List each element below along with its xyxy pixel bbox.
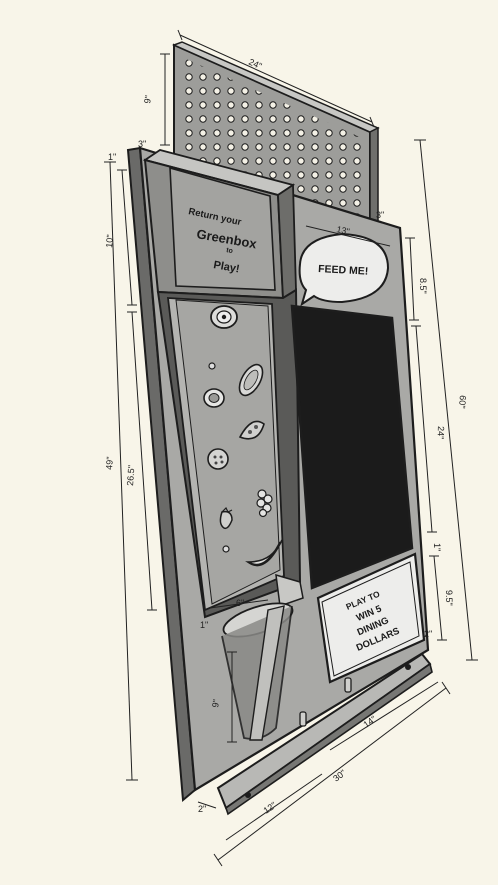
dim-side-depth: 3" [138, 139, 146, 149]
cd-disc-icon [210, 305, 238, 329]
dim-gap-small: 1" [432, 543, 442, 551]
hook-pegs [299, 677, 352, 727]
dim-total-width: 30" [331, 768, 348, 784]
dim-side-small: 1" [108, 152, 116, 162]
speech-bubble: FEED ME! [298, 232, 390, 307]
pegboard [172, 41, 380, 232]
sign-text-play: Play! [212, 259, 240, 275]
dim-channel-gap: 1" [200, 620, 208, 630]
dim-edge-small: 2" [424, 629, 432, 639]
dim-board-height: 49" [104, 456, 115, 470]
bottom-ledge [216, 652, 433, 816]
dim-pegboard-height: 9" [142, 95, 153, 105]
grapes-icon [256, 489, 273, 518]
greenbox-sign: Return your Greenbox to Play! [142, 149, 297, 300]
prize-panel: PLAY TO WIN 5 DINING DOLLARS [316, 552, 426, 684]
watermelon-icon [245, 539, 283, 567]
screen [290, 304, 414, 590]
pickle-icon [238, 363, 264, 397]
dim-sign-height: 10" [104, 234, 115, 248]
dim-runway-height: 26.5" [125, 465, 136, 486]
small-dot-icon [208, 362, 216, 370]
dim-bubble-height: 8.5" [418, 278, 428, 294]
dim-right-depth: 3" [376, 210, 384, 220]
dim-screen-height: 24" [436, 426, 446, 440]
dim-cup-height: 9" [210, 699, 221, 709]
cucumber-slice-icon [207, 448, 229, 470]
cup-icon [221, 602, 294, 741]
dim-bubble-width: 13" [336, 224, 351, 237]
speech-bubble-text: FEED ME! [318, 263, 369, 278]
dimension-lines [104, 29, 478, 867]
dim-prize-height: 9.5" [444, 590, 454, 606]
tomato-slice-icon [238, 420, 265, 440]
dim-channel-width: 6" [236, 598, 244, 608]
small-dot-icon-2 [222, 545, 230, 553]
sushi-roll-icon [203, 388, 225, 408]
dim-base-depth: 2" [198, 804, 206, 814]
pegboard-holes [184, 58, 362, 222]
strawberry-icon [219, 506, 233, 530]
dim-pegboard-width: 24" [247, 57, 263, 72]
sign-text-to: to [226, 247, 234, 255]
dim-overall-height: 60" [457, 395, 468, 409]
